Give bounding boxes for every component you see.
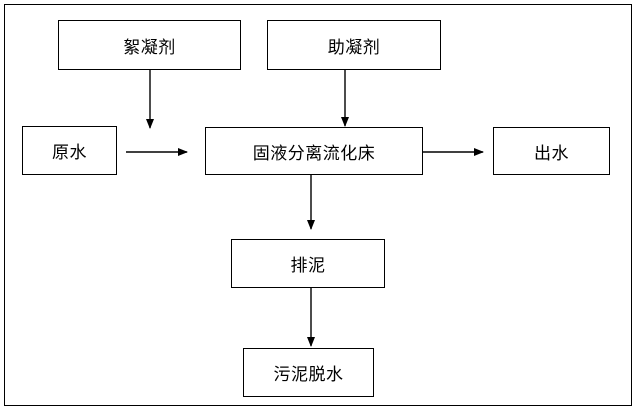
diagram-frame: [4, 4, 632, 406]
raw-water-box: 原水: [22, 126, 117, 175]
sludge-dewatering-box: 污泥脱水: [243, 348, 374, 397]
coagulant-aid-box: 助凝剂: [267, 20, 441, 70]
separator-box: 固液分离流化床: [205, 127, 423, 175]
effluent-label: 出水: [534, 143, 569, 164]
sludge-dewatering-label: 污泥脱水: [273, 365, 344, 385]
raw-water-label: 原水: [52, 143, 87, 163]
separator-label: 固液分离流化床: [252, 143, 376, 164]
sludge-discharge-box: 排泥: [231, 239, 385, 288]
effluent-box: 出水: [493, 127, 610, 175]
coagulant-aid-label: 助凝剂: [327, 37, 381, 58]
flocculant-label: 絮凝剂: [123, 37, 176, 58]
sludge-discharge-label: 排泥: [290, 256, 326, 276]
flocculant-box: 絮凝剂: [58, 20, 241, 70]
